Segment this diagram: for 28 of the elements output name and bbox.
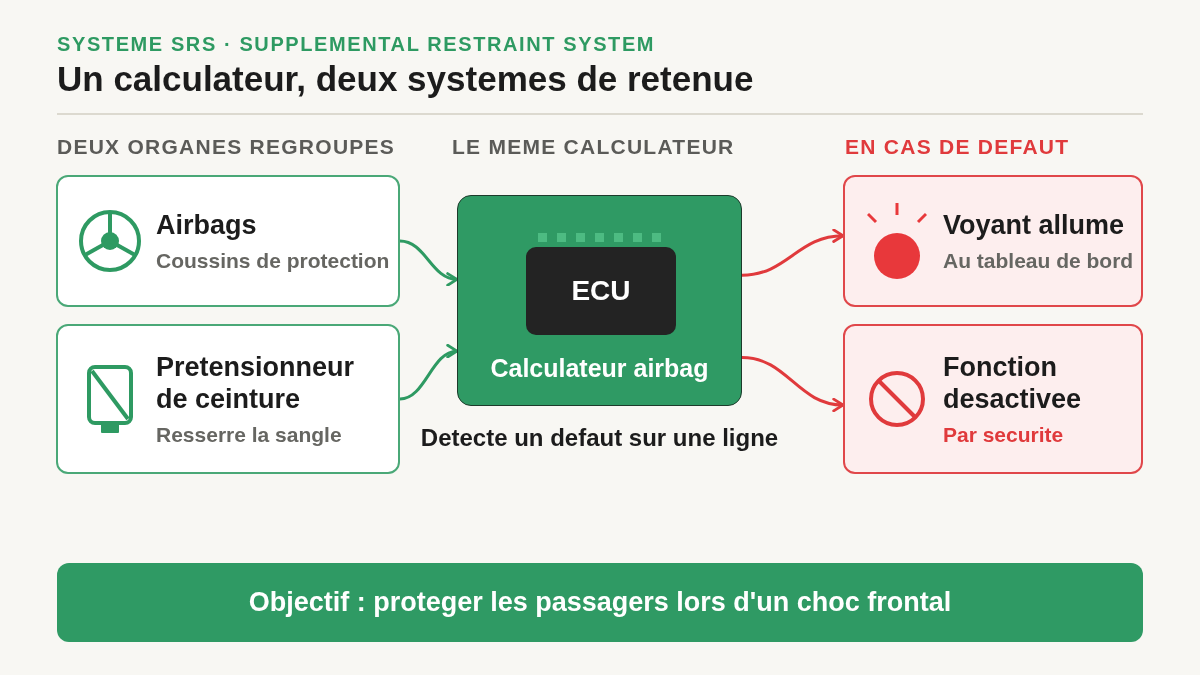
- info-card: [56, 324, 400, 474]
- column-heading: LE MEME CALCULATEUR: [452, 134, 735, 160]
- card-subtitle: Par securite: [943, 421, 1064, 447]
- info-card: [56, 175, 400, 307]
- column-heading: DEUX ORGANES REGROUPES: [57, 134, 396, 160]
- arrow: [740, 229, 845, 277]
- banner-text: Objectif : proteger les passagers lors d'un choc frontal: [248, 586, 952, 620]
- column-heading: EN CAS DE DEFAUT: [845, 134, 1070, 160]
- warning-card: [843, 175, 1143, 307]
- module-box: [457, 195, 742, 406]
- card-subtitle: Au tableau de bord: [943, 247, 1134, 273]
- card-title: Pretensionneur de ceinture: [156, 351, 356, 416]
- card-title: Voyant allume: [943, 209, 1125, 242]
- card-title: Airbags: [156, 209, 257, 242]
- warning-card: [843, 324, 1143, 474]
- card-subtitle: Resserre la sangle: [156, 421, 342, 447]
- title-text: Un calculateur, deux systemes de retenue: [57, 58, 754, 100]
- goal-banner: [57, 563, 1143, 642]
- caption-text: Detecte un defaut sur une ligne: [420, 424, 779, 453]
- ecu-chip: [526, 247, 676, 335]
- arrow: [398, 239, 459, 286]
- section-eyebrow: SYSTEME SRS · SUPPLEMENTAL RESTRAINT SYSTEM: [57, 32, 656, 56]
- arrow: [398, 345, 459, 401]
- card-title: Fonction desactivee: [943, 351, 1083, 416]
- card-subtitle: Coussins de protection: [156, 247, 390, 273]
- chip-label: ECU: [571, 274, 631, 308]
- arrow: [740, 355, 845, 412]
- module-label: Calculateur airbag: [490, 353, 709, 383]
